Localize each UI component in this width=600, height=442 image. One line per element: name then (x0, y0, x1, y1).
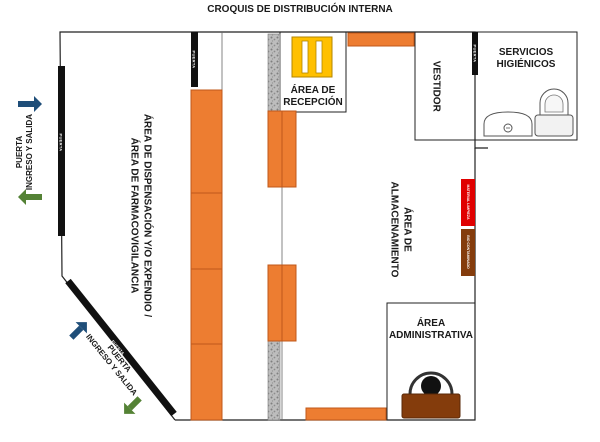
admin-label: ÁREA ADMINISTRATIVA (388, 318, 474, 341)
arrow-out-left-icon (18, 189, 42, 205)
shelf (190, 192, 223, 270)
main-door-left-label: PUERTA INGRESO Y SALIDA (15, 113, 34, 191)
shelf (281, 264, 297, 342)
admin-room (386, 302, 476, 421)
biohazard-tag-label: BIO CONTAMINADO (466, 235, 470, 269)
shelf (190, 268, 223, 345)
door-restroom (472, 32, 478, 75)
cleaning-tag-label: MATERIAL LIMPIEZA (466, 184, 470, 220)
door-tag-restroom: PUERTA (472, 44, 478, 63)
arrow-in-diag-icon (69, 322, 87, 340)
arrow-out-diag-icon (124, 396, 142, 414)
gravel-column-bottom (267, 340, 281, 421)
door-diagonal (65, 278, 177, 417)
shelf (267, 110, 283, 188)
cleaning-tag (461, 179, 475, 226)
storage-label: ÁREA DE ALMACENAMIENTO (389, 181, 413, 278)
shelf (267, 264, 283, 342)
restroom-label: SERVICIOS HIGIÉNICOS (496, 47, 556, 70)
shelf (281, 110, 297, 188)
reception-chairs (291, 36, 333, 78)
shelf (347, 32, 415, 47)
shelf (190, 343, 223, 421)
reception-label: ÁREA DE RECEPCIÓN (283, 85, 343, 108)
restroom (474, 31, 578, 141)
admin-desk-icon (401, 371, 461, 419)
sink-icon (483, 111, 533, 137)
dressing-room-label: VESTIDOR (430, 60, 442, 112)
door-left (58, 66, 65, 236)
toilet-icon (534, 88, 574, 137)
door-tag-left: PUERTA (58, 133, 64, 152)
door-tag-top: PUERTA (191, 50, 197, 69)
shelf (305, 407, 387, 421)
door-top (191, 32, 198, 87)
shelves (190, 32, 415, 421)
dressing-room (414, 31, 476, 141)
diagram-title: CROQUIS DE DISTRIBUCIÓN INTERNA (207, 4, 393, 15)
biohazard-tag (461, 229, 475, 276)
shelf (190, 89, 223, 194)
dispensing-label: ÁREA DE DISPENSACIÓN Y/O EXPENDIO / ÁREA… (129, 113, 153, 318)
arrow-in-left-icon (18, 96, 42, 112)
gravel-column-top (267, 33, 281, 112)
